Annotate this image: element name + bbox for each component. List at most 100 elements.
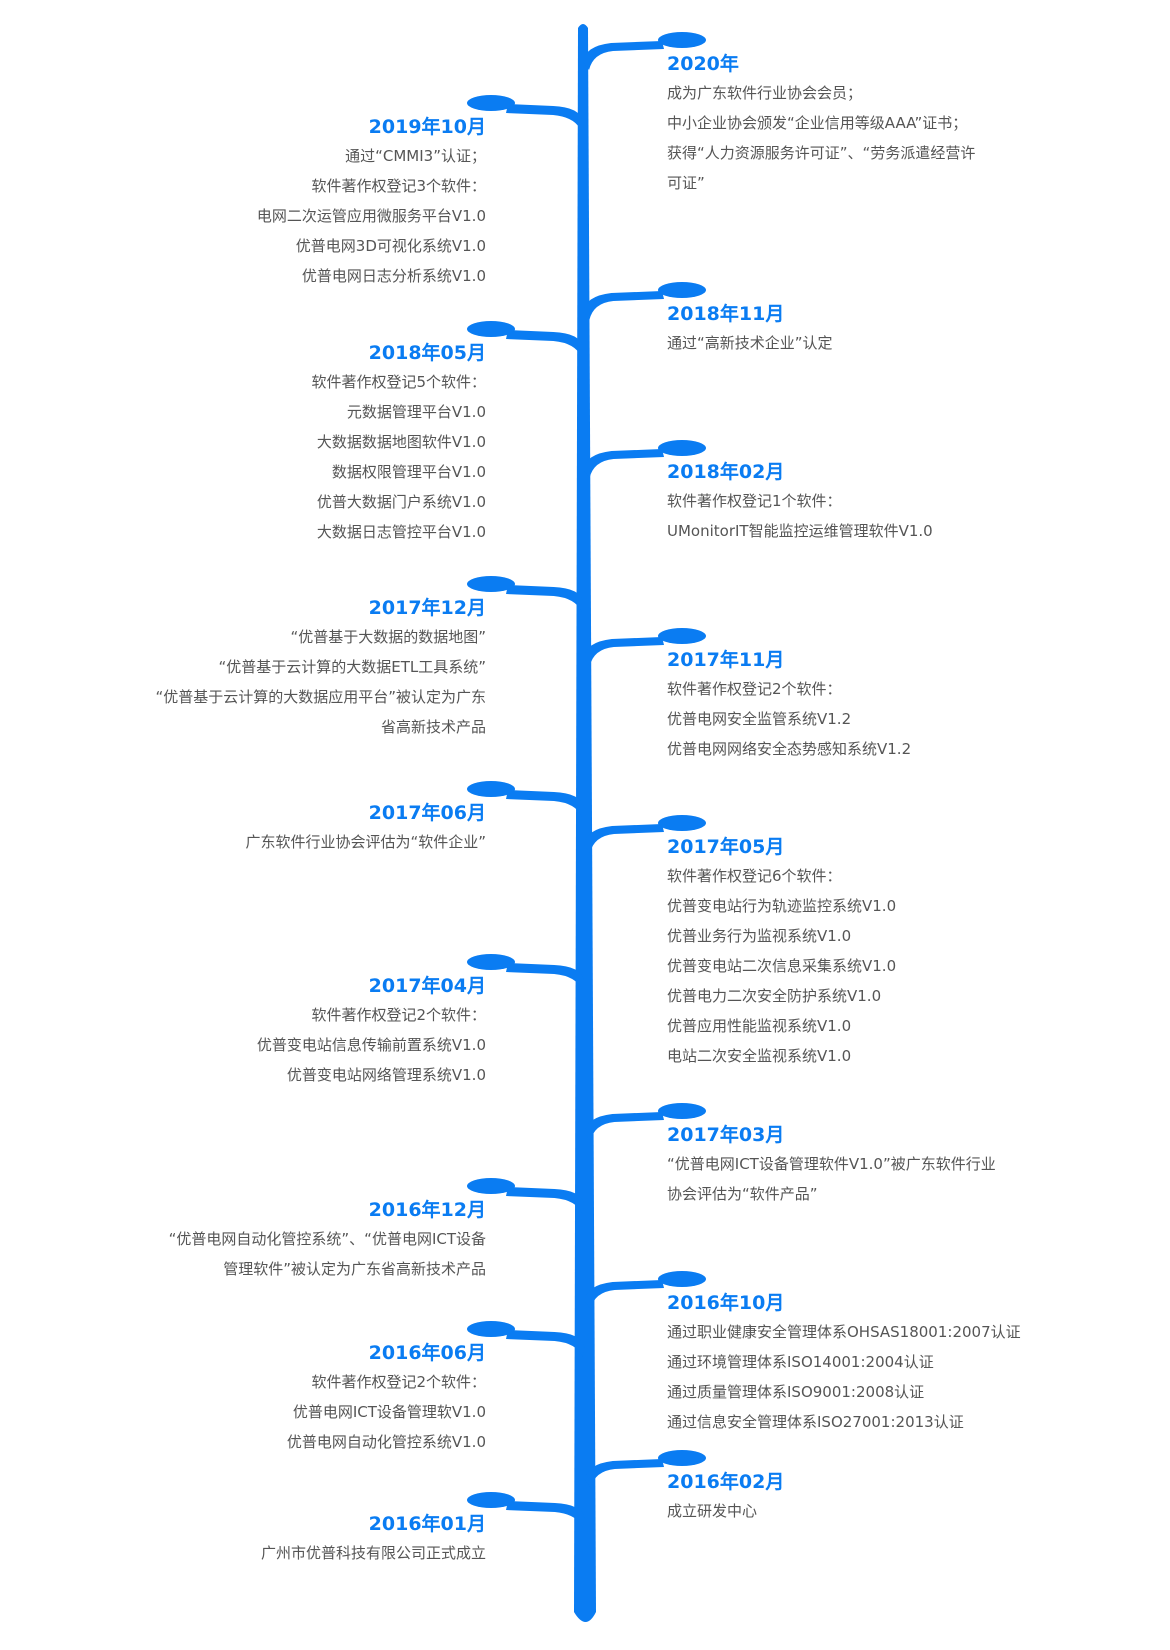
entry-text-line: 优普变电站信息传输前置系统V1.0 xyxy=(256,1036,486,1054)
entry-text-line: “优普电网ICT设备管理软件V1.0”被广东软件行业 xyxy=(667,1155,996,1173)
branch-stem xyxy=(583,637,664,666)
branch-right-6 xyxy=(584,1271,706,1309)
timeline-entry-right-1: 2018年11月通过“高新技术企业”认定 xyxy=(667,300,1107,358)
entry-text-line: “优普基于云计算的大数据应用平台”被认定为广东 xyxy=(155,688,486,706)
branch-stem xyxy=(583,449,664,478)
timeline-entry-right-6: 2016年10月通过职业健康安全管理体系OHSAS18001:2007认证通过环… xyxy=(667,1289,1107,1437)
branch-stem xyxy=(506,585,584,612)
timeline-entry-right-2: 2018年02月软件著作权登记1个软件：UMonitorIT智能监控运维管理软件… xyxy=(667,458,1107,546)
entry-date: 2016年10月 xyxy=(667,1292,785,1314)
entry-text-line: 优普电网3D可视化系统V1.0 xyxy=(295,237,486,255)
timeline-entry-left-5: 2016年12月 “优普电网自动化管控系统”、“优普电网ICT设备管理软件”被认定… xyxy=(46,1196,486,1284)
branch-right-1 xyxy=(583,282,706,320)
entry-text-line: 可证” xyxy=(667,174,705,192)
leaf-icon xyxy=(658,628,706,644)
entry-text-line: 中小企业协会颁发“企业信用等级AAA”证书； xyxy=(667,114,968,132)
branch-right-4 xyxy=(584,815,706,853)
entry-date: 2018年05月 xyxy=(368,342,486,364)
entry-date: 2017年06月 xyxy=(368,802,486,824)
entry-text-line: “优普基于云计算的大数据ETL工具系统” xyxy=(218,658,486,676)
branch-left-7 xyxy=(467,1492,585,1528)
branch-stem xyxy=(583,41,664,70)
leaf-icon xyxy=(658,440,706,456)
entry-date: 2018年02月 xyxy=(667,461,785,483)
entry-text-line: 获得“人力资源服务许可证”、“劳务派遣经营许 xyxy=(667,144,976,162)
timeline-entry-left-2: 2017年12月 “优普基于大数据的数据地图” “优普基于云计算的大数据ETL工具系… xyxy=(46,594,486,742)
branch-right-5 xyxy=(584,1103,706,1141)
entry-text-line: 数据权限管理平台V1.0 xyxy=(331,463,486,481)
entry-text-line: 通过质量管理体系ISO9001:2008认证 xyxy=(667,1383,925,1401)
entry-text-line: 通过“高新技术企业”认定 xyxy=(667,334,833,352)
entry-text-line: “优普基于大数据的数据地图” xyxy=(290,628,486,646)
leaf-icon xyxy=(467,95,515,111)
branch-stem xyxy=(506,104,584,131)
timeline-entry-left-0: 2019年10月通过“CMMI3”认证；软件著作权登记3个软件：电网二次运管应用… xyxy=(46,113,486,291)
entry-text-line: 大数据日志管控平台V1.0 xyxy=(316,523,486,541)
leaf-icon xyxy=(467,1321,515,1337)
branch-stem xyxy=(506,1187,585,1214)
branch-left-2 xyxy=(467,576,584,612)
entry-date: 2016年12月 xyxy=(368,1199,486,1221)
entry-text-line: 通过环境管理体系ISO14001:2004认证 xyxy=(667,1353,934,1371)
entry-date: 2017年04月 xyxy=(368,975,486,997)
entry-text-line: 大数据数据地图软件V1.0 xyxy=(316,433,486,451)
entry-text-line: 元数据管理平台V1.0 xyxy=(346,403,486,421)
entry-text-line: 省高新技术产品 xyxy=(380,718,486,736)
leaf-icon xyxy=(467,1178,515,1194)
entry-text-line: 广东软件行业协会评估为“软件企业” xyxy=(245,833,486,851)
branch-stem xyxy=(506,790,584,817)
entry-text-line: 软件著作权登记5个软件： xyxy=(311,373,486,391)
timeline-entry-left-3: 2017年06月广东软件行业协会评估为“软件企业” xyxy=(46,799,486,857)
entry-text-line: 优普变电站网络管理系统V1.0 xyxy=(286,1066,486,1084)
entry-text-line: 优普电网日志分析系统V1.0 xyxy=(301,267,486,285)
branch-stem xyxy=(506,963,585,990)
entry-text-line: 管理软件”被认定为广东省高新技术产品 xyxy=(223,1260,486,1278)
entry-text-line: 优普应用性能监视系统V1.0 xyxy=(667,1017,852,1035)
entry-date: 2017年11月 xyxy=(667,649,785,671)
entry-date: 2016年01月 xyxy=(368,1513,486,1535)
entry-text-line: 优普电网网络安全态势感知系统V1.2 xyxy=(667,740,912,758)
entry-text-line: 电站二次安全监视系统V1.0 xyxy=(667,1047,852,1065)
entry-text-line: 软件著作权登记2个软件： xyxy=(311,1373,486,1391)
entry-date: 2020年 xyxy=(667,53,739,75)
entry-date: 2016年06月 xyxy=(368,1342,486,1364)
timeline-entry-right-4: 2017年05月软件著作权登记6个软件： 优普变电站行为轨迹监控系统V1.0 优普业… xyxy=(667,833,1107,1071)
entry-text-line: 成为广东软件行业协会会员； xyxy=(667,84,863,102)
entry-text-line: 优普大数据门户系统V1.0 xyxy=(316,493,486,511)
branch-stem xyxy=(506,1501,585,1528)
branch-right-3 xyxy=(583,628,706,666)
entry-text-line: 优普业务行为监视系统V1.0 xyxy=(667,927,852,945)
leaf-icon xyxy=(467,321,515,337)
entry-text-line: 协会评估为“软件产品” xyxy=(667,1185,818,1203)
entry-date: 2017年12月 xyxy=(368,597,486,619)
entry-text-line: 优普电网安全监管系统V1.2 xyxy=(667,710,852,728)
branch-stem xyxy=(583,291,664,320)
entry-text-line: 软件著作权登记6个软件： xyxy=(667,867,842,885)
branch-stem xyxy=(584,1459,664,1488)
leaf-icon xyxy=(467,1492,515,1508)
branch-stem xyxy=(506,1330,585,1357)
branch-stem xyxy=(584,1280,664,1309)
leaf-icon xyxy=(467,954,515,970)
entry-text-line: 软件著作权登记2个软件： xyxy=(667,680,842,698)
entry-text-line: 优普电网ICT设备管理软V1.0 xyxy=(292,1403,486,1421)
entry-text-line: 电网二次运管应用微服务平台V1.0 xyxy=(256,207,486,225)
branch-right-0 xyxy=(583,32,706,70)
entry-text-line: 软件著作权登记1个软件： xyxy=(667,492,842,510)
leaf-icon xyxy=(658,1271,706,1287)
entry-text-line: 通过职业健康安全管理体系OHSAS18001:2007认证 xyxy=(667,1323,1021,1341)
entry-text-line: 优普变电站行为轨迹监控系统V1.0 xyxy=(667,897,897,915)
timeline-entry-right-0: 2020年成为广东软件行业协会会员； 中小企业协会颁发“企业信用等级AAA”证书；… xyxy=(667,50,1107,198)
timeline-entry-right-3: 2017年11月软件著作权登记2个软件： 优普电网安全监管系统V1.2 优普电网网络… xyxy=(667,646,1107,764)
entry-text-line: 通过信息安全管理体系ISO27001:2013认证 xyxy=(667,1413,964,1431)
branch-stem xyxy=(584,824,664,853)
branch-stem xyxy=(506,330,584,357)
leaf-icon xyxy=(658,32,706,48)
branch-left-3 xyxy=(467,781,584,817)
entry-date: 2019年10月 xyxy=(368,116,486,138)
leaf-icon xyxy=(658,282,706,298)
entry-date: 2017年05月 xyxy=(667,836,785,858)
entry-text-line: “优普电网自动化管控系统”、“优普电网ICT设备 xyxy=(168,1230,486,1248)
